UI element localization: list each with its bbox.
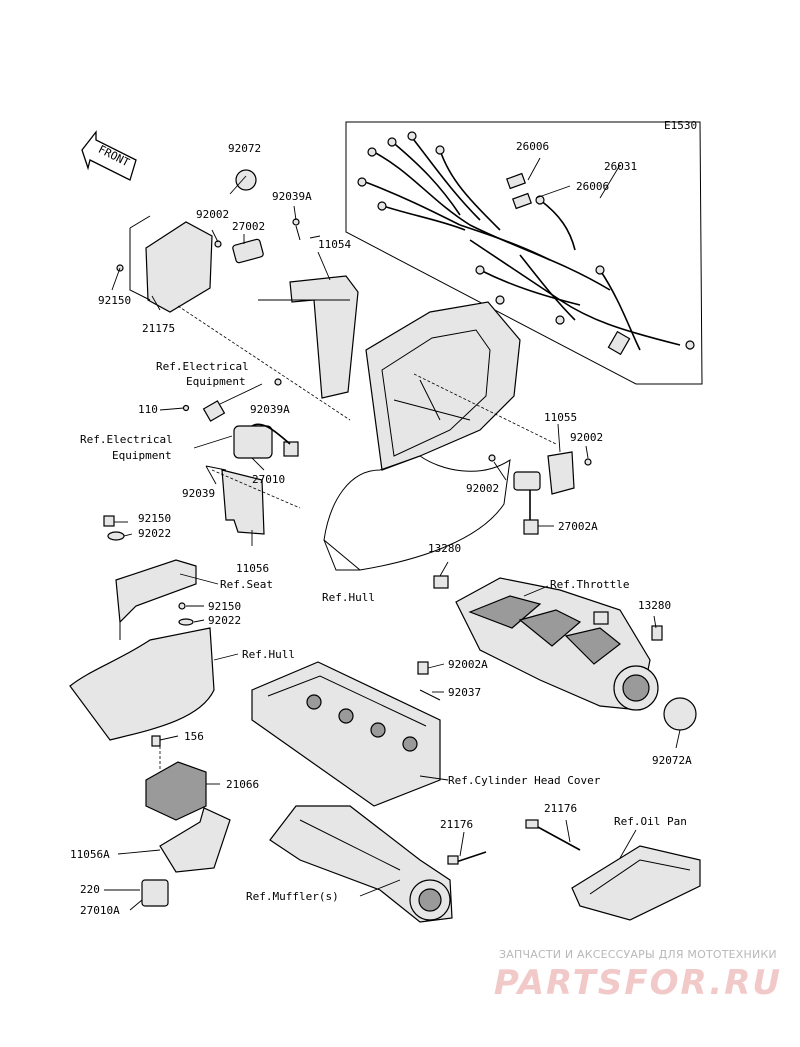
label-92039A-top: 92039A <box>272 190 312 203</box>
label-13280-b: 13280 <box>638 599 671 612</box>
oil-pan-area <box>447 819 701 921</box>
label-11056A: 11056A <box>70 848 110 861</box>
bracket-11056A <box>159 807 231 873</box>
label-27010: 27010 <box>252 473 285 486</box>
main-harness-wires <box>357 131 695 356</box>
watermark-logo: PARTSFOR.RU <box>493 963 782 1003</box>
label-21066: 21066 <box>226 778 259 791</box>
label-92039A-mid: 92039A <box>250 403 290 416</box>
label-26006-a: 26006 <box>516 140 549 153</box>
label-92002-r1: 92002 <box>570 431 603 444</box>
label-26031: 26031 <box>604 160 637 173</box>
bracket-11054 <box>289 275 359 399</box>
hull-piece <box>69 627 215 741</box>
bracket-11055 <box>547 451 575 495</box>
band-92072A <box>663 697 697 731</box>
watermark-caption: ЗАПЧАСТИ И АКСЕССУАРЫ ДЛЯ МОТОТЕХНИКИ <box>499 948 777 961</box>
leader-lines <box>104 175 681 911</box>
label-21176-a: 21176 <box>440 818 473 831</box>
throttle-body <box>433 575 697 731</box>
ref-hull-2: Ref.Hull <box>242 648 295 661</box>
label-110: 110 <box>138 403 158 416</box>
label-92150-top: 92150 <box>98 294 131 307</box>
connector-27002A <box>513 471 541 491</box>
label-27002A: 27002A <box>558 520 598 533</box>
label-11055: 11055 <box>544 411 577 424</box>
label-92002A: 92002A <box>448 658 488 671</box>
label-11054: 11054 <box>318 238 351 251</box>
label-92039: 92039 <box>182 487 215 500</box>
diagram-code: E1530 <box>664 119 697 132</box>
label-92002-r2: 92002 <box>466 482 499 495</box>
label-92072A: 92072A <box>652 754 692 767</box>
main-harness-group <box>345 121 703 385</box>
label-21175: 21175 <box>142 322 175 335</box>
oil-pan <box>571 845 701 921</box>
ref-mufflers: Ref.Muffler(s) <box>246 890 339 903</box>
watermark: ЗАПЧАСТИ И АКСЕССУАРЫ ДЛЯ МОТОТЕХНИКИ PA… <box>494 948 782 1003</box>
regulator-21066 <box>145 761 207 821</box>
label-92022-a: 92022 <box>138 527 171 540</box>
bracket-11056 <box>221 469 265 535</box>
ref-electrical-1a: Ref.Electrical <box>156 360 249 373</box>
left-mid-components <box>103 400 301 541</box>
ref-electrical-2b: Equipment <box>112 449 172 462</box>
band-92072 <box>235 169 257 191</box>
front-arrow-icon: FRONT <box>81 130 137 181</box>
label-92072: 92072 <box>228 142 261 155</box>
label-27002: 27002 <box>232 220 265 233</box>
label-27010A: 27010A <box>80 904 120 917</box>
connector-27002 <box>232 238 264 264</box>
label-92150-a: 92150 <box>138 512 171 525</box>
label-92150-b: 92150 <box>208 600 241 613</box>
upper-left-components <box>116 169 359 421</box>
ref-hull-1: Ref.Hull <box>322 591 375 604</box>
label-92037: 92037 <box>448 686 481 699</box>
ref-cylinder-head-cover: Ref.Cylinder Head Cover <box>448 774 601 787</box>
muffler <box>269 805 453 923</box>
hull-outline <box>323 301 521 571</box>
label-92002-top: 92002 <box>196 208 229 221</box>
ref-oil-pan: Ref.Oil Pan <box>614 815 687 828</box>
label-21176-b: 21176 <box>544 802 577 815</box>
relay-27010 <box>233 425 273 459</box>
label-11056: 11056 <box>236 562 269 575</box>
ref-seat: Ref.Seat <box>220 578 273 591</box>
seat-bracket-area <box>69 559 215 741</box>
ecu-21175 <box>145 221 213 313</box>
regulator-area <box>124 735 231 907</box>
label-13280-a: 13280 <box>428 542 461 555</box>
right-mid-components <box>413 373 592 535</box>
cylinder-head-cover <box>251 661 441 807</box>
label-26006-b: 26006 <box>576 180 609 193</box>
label-220: 220 <box>80 883 100 896</box>
ref-throttle: Ref.Throttle <box>550 578 629 591</box>
label-92022-b: 92022 <box>208 614 241 627</box>
relay-27010A <box>141 879 169 907</box>
part-labels: E1530 92072 92039A 92002 27002 11054 921… <box>70 119 697 917</box>
ref-electrical-2a: Ref.Electrical <box>80 433 173 446</box>
label-156: 156 <box>184 730 204 743</box>
ref-electrical-1b: Equipment <box>186 375 246 388</box>
